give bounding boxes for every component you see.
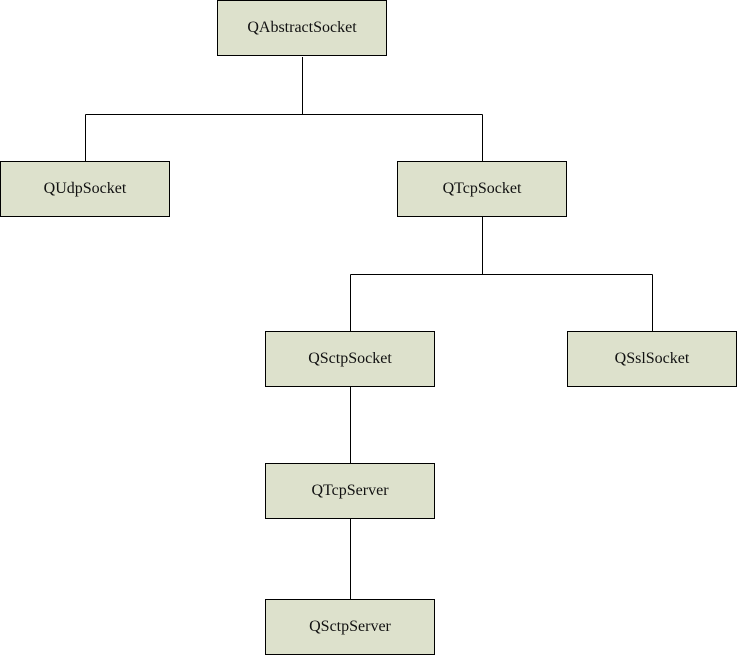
node-label: QSslSocket (614, 350, 690, 367)
node-qsctpserver: QSctpServer (265, 599, 435, 655)
node-qtcpserver: QTcpServer (265, 463, 435, 519)
node-label: QTcpSocket (442, 180, 522, 197)
node-label: QTcpServer (311, 482, 389, 499)
node-label: QUdpSocket (43, 180, 127, 197)
node-qabstractsocket: QAbstractSocket (217, 0, 387, 56)
node-qtcpsocket: QTcpSocket (397, 161, 567, 217)
node-qudpsocket: QUdpSocket (0, 161, 170, 217)
node-label: QAbstractSocket (247, 19, 357, 36)
node-label: QSctpServer (309, 618, 391, 635)
node-qsslsocket: QSslSocket (567, 331, 737, 387)
node-qsctpsocket: QSctpSocket (265, 331, 435, 387)
node-label: QSctpSocket (308, 350, 392, 367)
